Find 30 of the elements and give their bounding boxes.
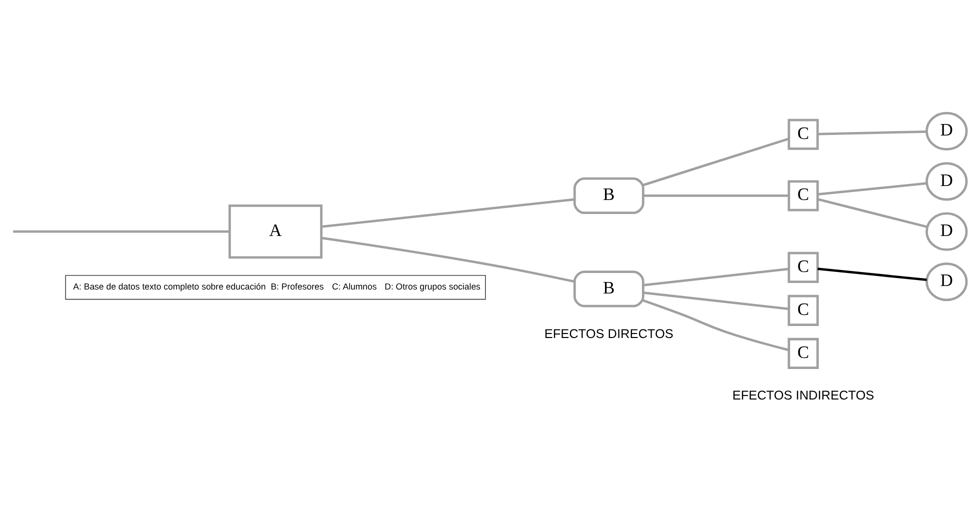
node-box: A: [228, 204, 322, 258]
node-box: B: [573, 270, 644, 307]
label: EFECTOS INDIRECTOS: [732, 387, 874, 402]
node-box: C: [788, 251, 819, 282]
node-circle: D: [926, 162, 968, 200]
label: A: Base de datos texto completo sobre educación: [73, 281, 266, 292]
connector: [643, 291, 790, 310]
node-circle: D: [926, 212, 968, 250]
connector: [817, 198, 928, 228]
node-box: C: [788, 294, 819, 326]
label: EFECTOS DIRECTOS: [544, 326, 674, 341]
node-box: C: [788, 118, 819, 150]
node-box: C: [788, 337, 819, 368]
connector: [642, 298, 790, 351]
connector: [13, 230, 230, 232]
connector: [818, 182, 927, 196]
connector: [642, 137, 790, 186]
node-circle: D: [926, 111, 968, 150]
node-box: B: [573, 176, 644, 214]
node-circle: D: [926, 262, 968, 301]
connector: [643, 194, 789, 196]
connector: [321, 198, 575, 228]
connector: [818, 130, 927, 135]
connector: [643, 267, 790, 286]
label: C: Alumnos: [332, 281, 377, 292]
connector: [321, 236, 575, 282]
label: B: Profesores: [270, 281, 324, 292]
connector: [818, 267, 927, 281]
node-box: C: [788, 180, 819, 211]
label: D: Otros grupos sociales: [384, 281, 480, 292]
